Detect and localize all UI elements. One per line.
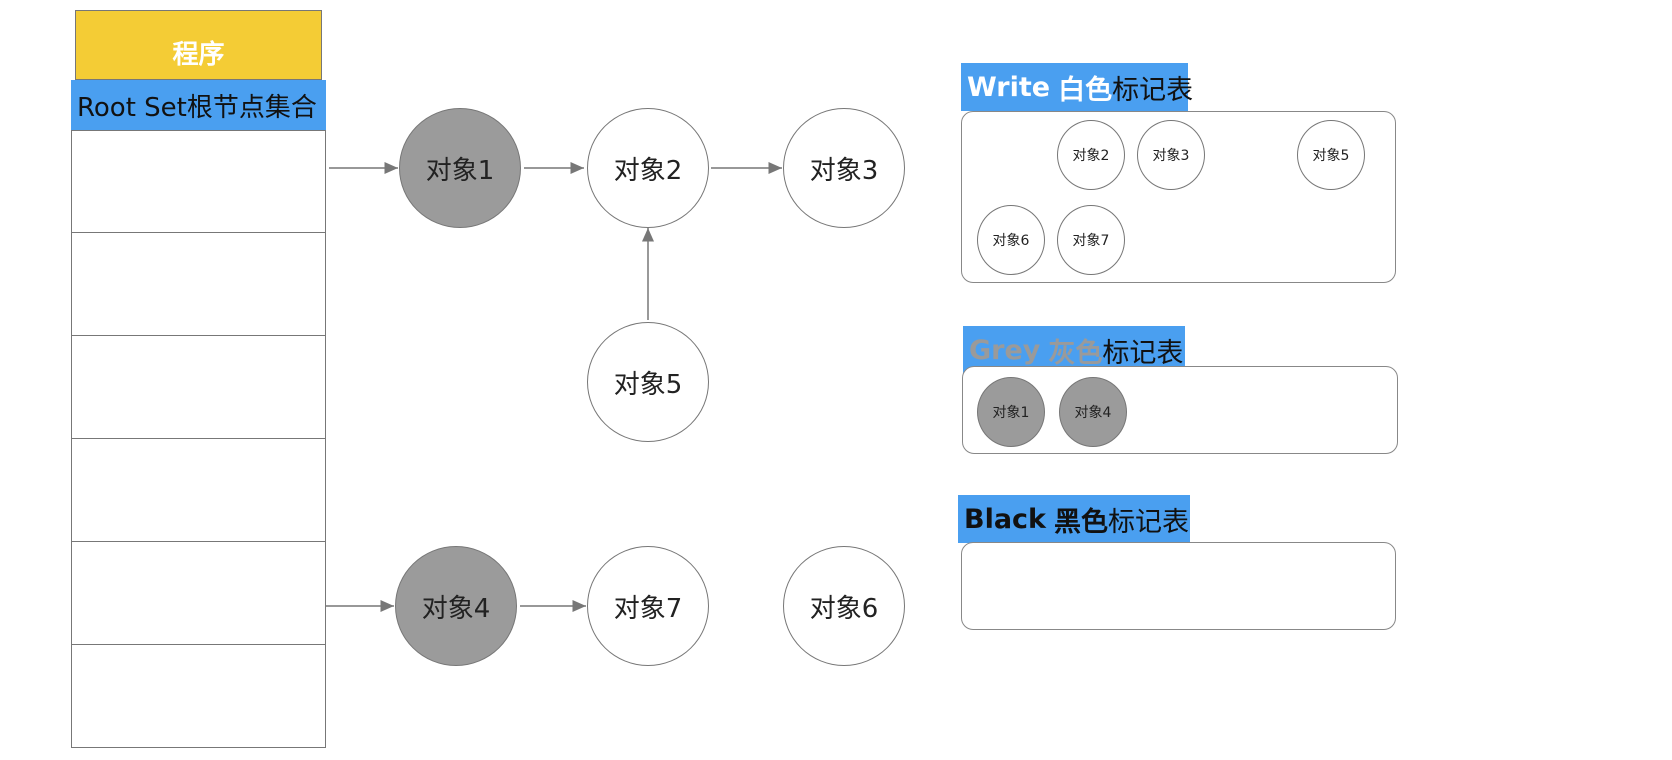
white-title-color: 白色 <box>1058 74 1113 106</box>
root-set-cell <box>71 233 326 336</box>
node-obj4: 对象4 <box>395 546 517 666</box>
root-set-label: Root Set根节点集合 <box>71 80 326 130</box>
black-table-title: Black 黑色 标记表 <box>958 495 1190 543</box>
grey-title-en: Grey <box>969 334 1041 366</box>
black-table-box <box>961 542 1396 630</box>
node-obj6: 对象6 <box>783 546 905 666</box>
root-set-cell <box>71 542 326 645</box>
root-set-cell <box>71 439 326 542</box>
white-item: 对象7 <box>1057 205 1125 275</box>
white-title-rest: 标记表 <box>1112 74 1194 106</box>
node-obj1: 对象1 <box>399 108 521 228</box>
white-table-title: Write 白色 标记表 <box>961 63 1193 111</box>
node-obj3: 对象3 <box>783 108 905 228</box>
node-obj5: 对象5 <box>587 322 709 442</box>
black-title-en: Black <box>964 503 1047 535</box>
root-set-cell <box>71 645 326 748</box>
white-title-en: Write <box>967 71 1051 103</box>
grey-item: 对象4 <box>1059 377 1127 447</box>
black-title-rest: 标记表 <box>1108 506 1190 538</box>
grey-title-color: 灰色 <box>1048 337 1103 369</box>
white-item: 对象3 <box>1137 120 1205 190</box>
white-item: 对象5 <box>1297 120 1365 190</box>
grey-item: 对象1 <box>977 377 1045 447</box>
program-label: 程序 <box>172 39 225 70</box>
white-item: 对象2 <box>1057 120 1125 190</box>
root-set-cell <box>71 130 326 233</box>
node-obj2: 对象2 <box>587 108 709 228</box>
root-set-cell <box>71 336 326 439</box>
white-item: 对象6 <box>977 205 1045 275</box>
grey-title-rest: 标记表 <box>1102 337 1184 369</box>
program-box: 程序 <box>75 10 322 80</box>
black-title-color: 黑色 <box>1054 506 1109 538</box>
node-obj7: 对象7 <box>587 546 709 666</box>
